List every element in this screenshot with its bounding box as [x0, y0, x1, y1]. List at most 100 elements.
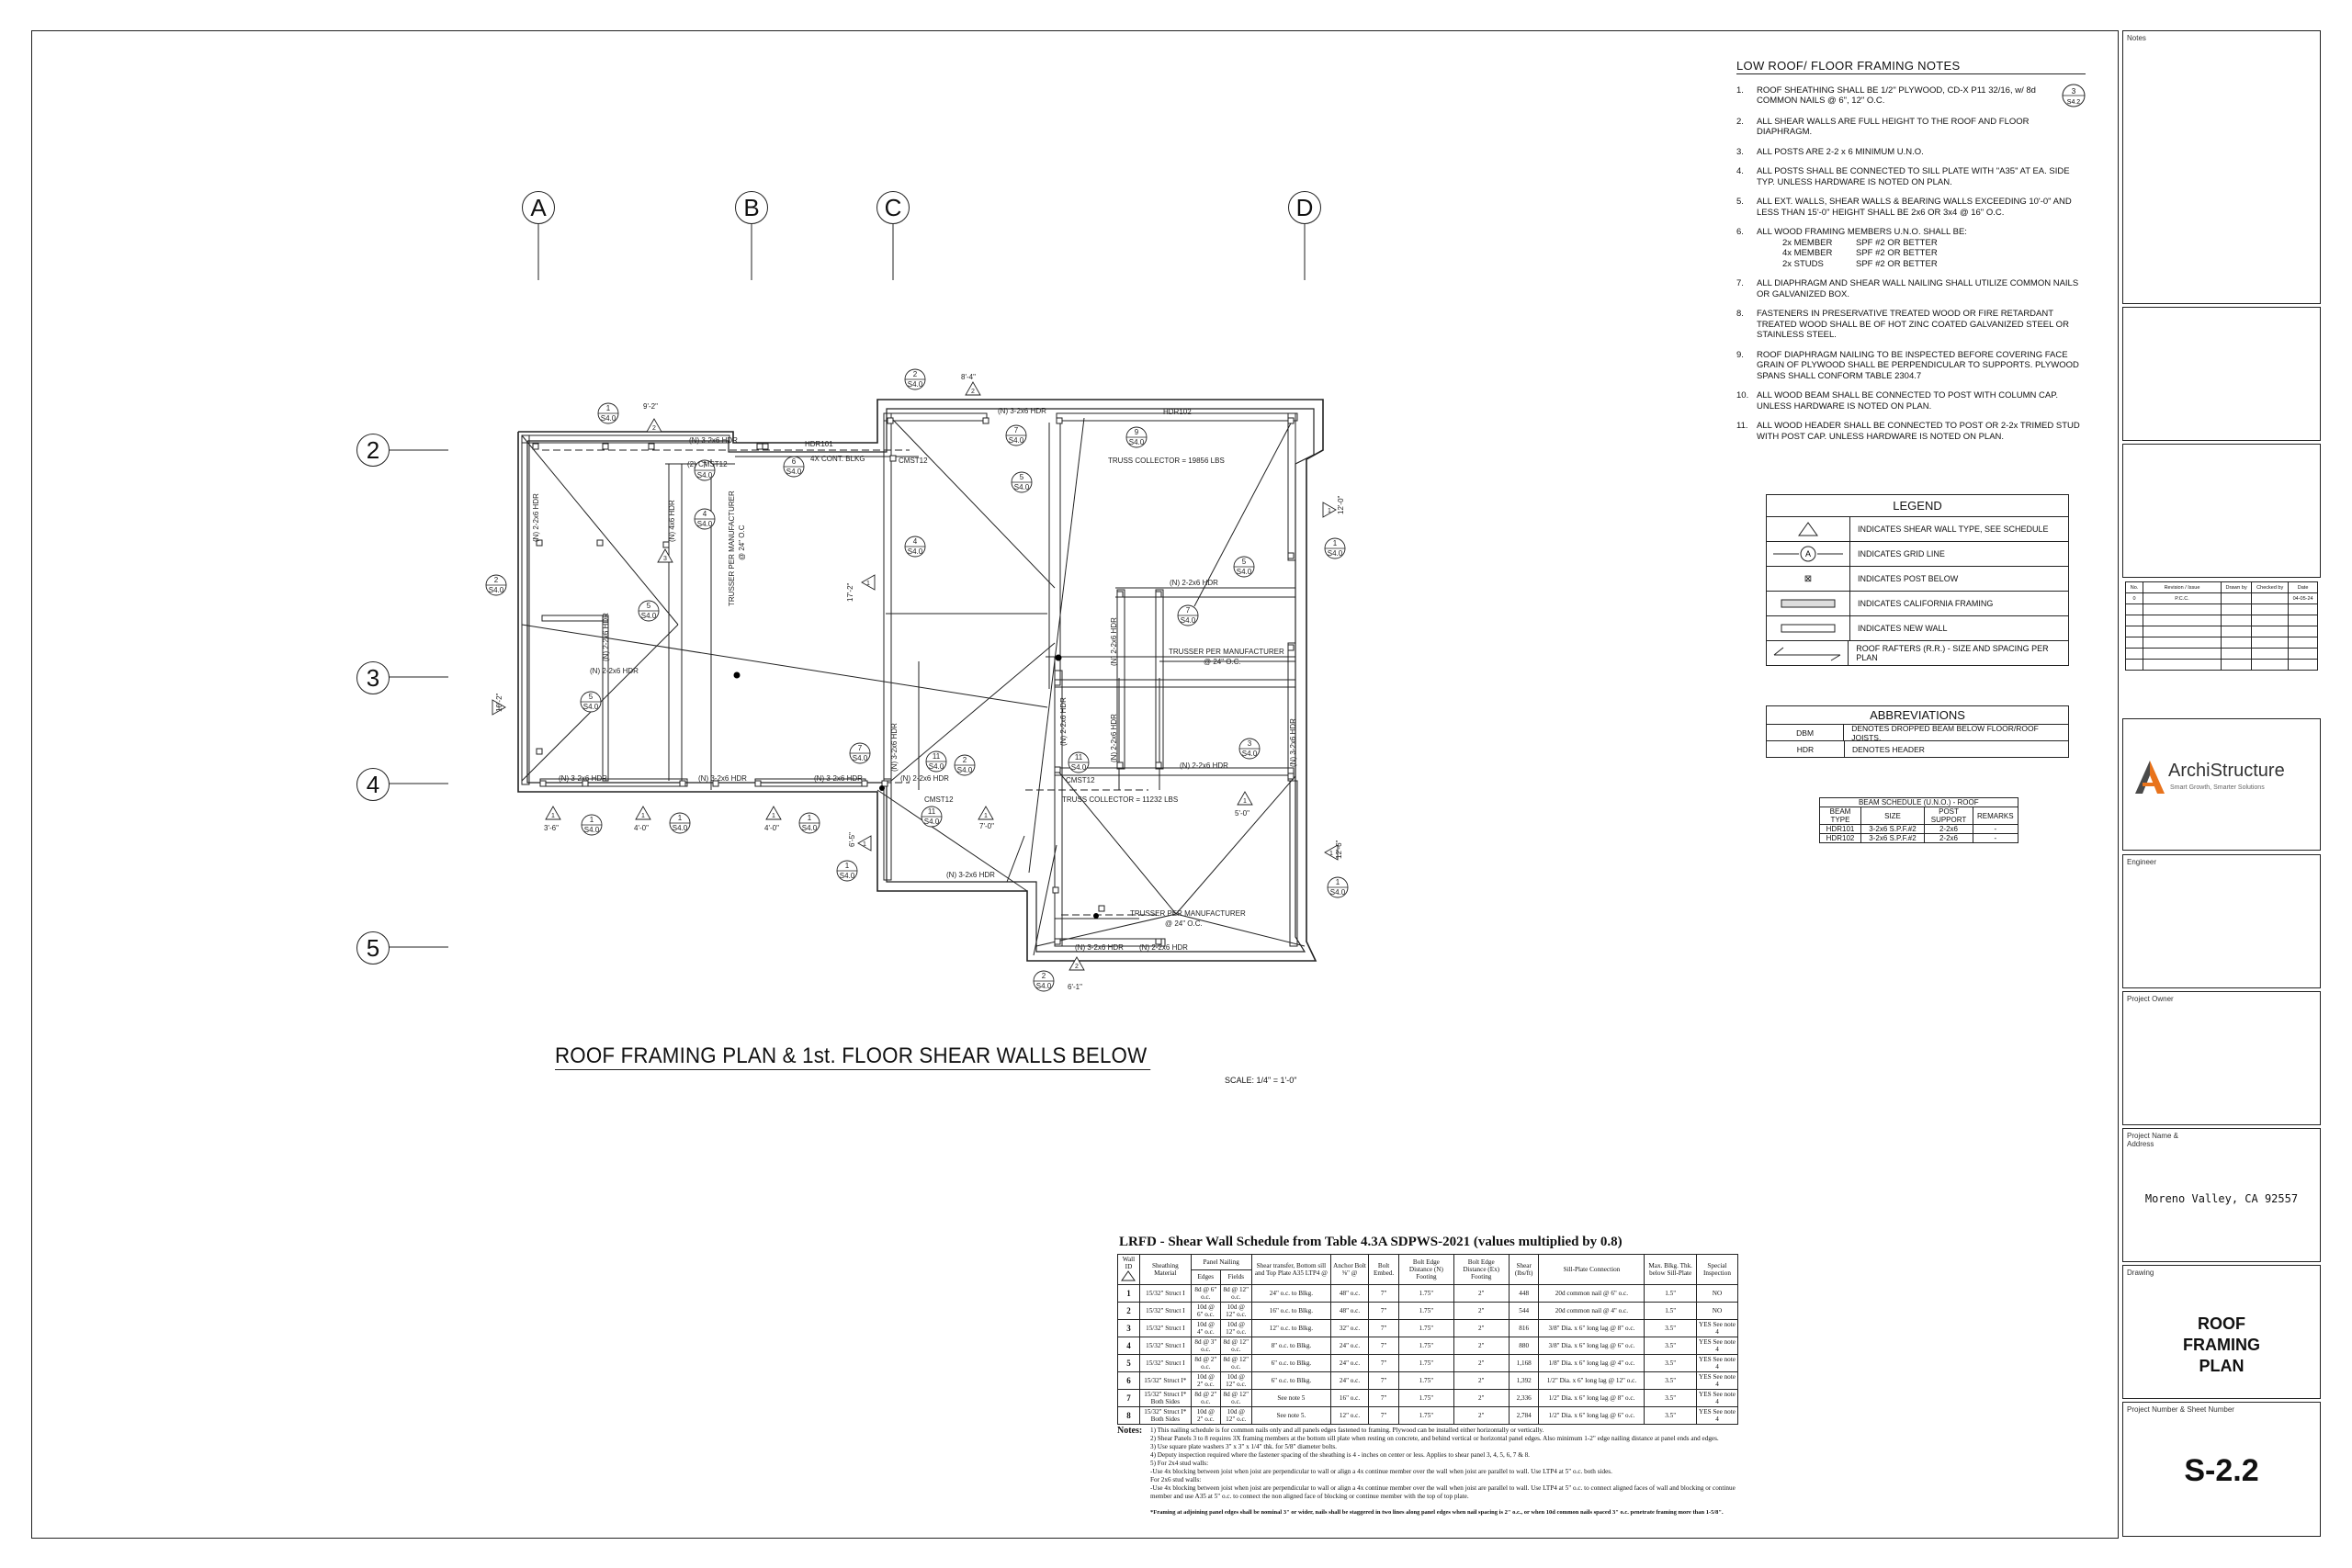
plan-label-hdr-v6: (N) 2-2x6 HDR [1059, 697, 1068, 746]
tb-engineer: Engineer [2122, 854, 2321, 988]
svg-text:1: 1 [863, 841, 866, 848]
svg-text:1: 1 [845, 862, 850, 870]
plan-label-blkg: 4X CONT. BLKG [810, 455, 865, 463]
note-item: 2.ALL SHEAR WALLS ARE FULL HEIGHT TO THE… [1736, 116, 2030, 138]
shear-wall-cell: NO [1695, 1302, 1739, 1320]
grid-bubble-3: 3 [356, 661, 390, 694]
grid-bubble-5: 5 [356, 931, 390, 964]
shear-wall-cell: 10d @ 2" o.c. [1190, 1371, 1221, 1390]
shear-wall-notes: Notes: 1) This nailing schedule is for c… [1117, 1427, 1747, 1517]
note-item: 6. ALL WOOD FRAMING MEMBERS U.N.O. SHALL… [1736, 227, 2086, 269]
beam-schedule-title: BEAM SCHEDULE (U.N.O.) - ROOF [1819, 797, 2018, 807]
shear-wall-cell: 2" [1453, 1371, 1510, 1390]
note-item: 9.ROOF DIAPHRAGM NAILING TO BE INSPECTED… [1736, 349, 2079, 381]
legend-row: INDICATES NEW WALL [1767, 616, 2068, 641]
shear-wall-cell: 1/2" Dia. x 6" long lag @ 6" o.c. [1538, 1406, 1645, 1425]
dim-12-0: 12'-0" [1337, 495, 1345, 514]
shear-wall-cell: NO [1695, 1284, 1739, 1303]
dim-6-1: 6'-1" [1068, 983, 1082, 991]
grid-bubble-b: B [735, 191, 768, 224]
legend-title: LEGEND [1767, 495, 2068, 517]
new-wall-icon [1781, 624, 1836, 633]
plan-label-cmst12: CMST12 [899, 457, 928, 465]
shear-wall-cell: YES See note 4 [1695, 1371, 1739, 1390]
shear-wall-cell: 10d @ 6" o.c. [1190, 1302, 1221, 1320]
shear-wall-cell: 2" [1453, 1337, 1510, 1355]
shear-wall-cell: 1.75" [1398, 1319, 1454, 1337]
shear-wall-cell: 7" [1367, 1284, 1400, 1303]
svg-text:S4.0: S4.0 [786, 468, 802, 476]
svg-text:S4.0: S4.0 [584, 826, 600, 834]
plan-label-hdr-v8: (N) 3-2x6 HDR [1289, 718, 1297, 767]
note-item: 11.ALL WOOD HEADER SHALL BE CONNECTED TO… [1736, 421, 2080, 442]
shear-wall-cell: 448 [1508, 1284, 1540, 1303]
note-item: 1.ROOF SHEATHING SHALL BE 1/2" PLYWOOD, … [1736, 84, 2086, 107]
shear-wall-cell: 1,168 [1508, 1354, 1540, 1372]
svg-text:6: 6 [792, 457, 797, 466]
shear-wall-cell: 3.5" [1644, 1337, 1697, 1355]
svg-text:9: 9 [1135, 428, 1139, 436]
plan-label-hdr102: HDR102 [1163, 408, 1192, 416]
svg-text:3: 3 [663, 556, 667, 562]
shear-wall-cell: 880 [1508, 1337, 1540, 1355]
shear-wall-cell: 10d @ 2" o.c. [1190, 1406, 1221, 1425]
shear-wall-cell: 3.5" [1644, 1371, 1697, 1390]
shear-wall-cell: 8d @ 6" o.c. [1190, 1284, 1221, 1303]
ref-s40: S4.0 [601, 414, 616, 423]
plan-label-hdr-j: (N) 2-2x6 HDR [1180, 761, 1228, 770]
shear-wall-cell: YES See note 4 [1695, 1406, 1739, 1425]
shear-wall-cell: 1/2" Dia. x 6" long lag @ 12" o.c. [1538, 1371, 1645, 1390]
legend-row: ⊠ INDICATES POST BELOW [1767, 567, 2068, 592]
shear-wall-cell: 1.75" [1398, 1389, 1454, 1407]
notes-title: LOW ROOF/ FLOOR FRAMING NOTES [1736, 60, 2086, 74]
dim-10-2: 10'-2" [495, 693, 503, 712]
svg-text:S4.0: S4.0 [1036, 982, 1052, 990]
note-item: 3.ALL POSTS ARE 2-2 x 6 MINIMUM U.N.O. [1736, 146, 1924, 157]
shear-wall-cell: 8d @ 12" o.c. [1219, 1284, 1252, 1303]
shear-wall-cell: 15/32" Struct I* Both Sides [1138, 1406, 1192, 1425]
shear-wall-cell: 3.5" [1644, 1354, 1697, 1372]
tb-notes: Notes [2122, 30, 2321, 304]
framing-notes: LOW ROOF/ FLOOR FRAMING NOTES 1.ROOF SHE… [1736, 60, 2086, 451]
plan-label-cmst12-b: CMST12 [1066, 776, 1095, 784]
plan-label-hdr-f: (N) 3-2x6 HDR [559, 774, 607, 783]
shear-wall-cell: 24" o.c. [1330, 1337, 1369, 1355]
shear-wall-cell: 6" o.c. to Blkg. [1250, 1354, 1332, 1372]
plan-label-hdr-g: (N) 3-2x6 HDR [698, 774, 747, 783]
project-address: Moreno Valley, CA 92557 [2144, 1192, 2299, 1205]
shear-wall-cell: 1.75" [1398, 1284, 1454, 1303]
svg-text:2: 2 [913, 370, 918, 378]
svg-text:1: 1 [808, 814, 812, 822]
shear-wall-title: LRFD - Shear Wall Schedule from Table 4.… [1119, 1235, 1623, 1249]
california-framing-icon [1781, 599, 1836, 608]
shear-wall-cell: YES See note 4 [1695, 1337, 1739, 1355]
shear-wall-cell: 15/32" Struct I [1138, 1354, 1192, 1372]
plan-label-hdr-l: (N) 3-2x6 HDR [1075, 943, 1124, 952]
svg-text:S4.0: S4.0 [908, 380, 923, 389]
shear-wall-cell: YES See note 4 [1695, 1319, 1739, 1337]
shear-wall-cell: 1/8" Dia. x 6" long lag @ 4" o.c. [1538, 1354, 1645, 1372]
svg-text:1: 1 [1243, 798, 1247, 805]
sheet-number: S-2.2 [2184, 1453, 2259, 1488]
shear-wall-cell: YES See note 4 [1695, 1389, 1739, 1407]
shear-wall-cell: 12" o.c. [1330, 1406, 1369, 1425]
grid-bubble-c: C [876, 191, 910, 224]
tb-logo [2122, 718, 2321, 851]
shear-wall-cell: See note 5. [1250, 1406, 1332, 1425]
svg-text:S4.0: S4.0 [1237, 568, 1252, 576]
shear-wall-cell: 3.5" [1644, 1389, 1697, 1407]
plan-label-hdr: (N) 3-2x6 HDR [689, 436, 738, 445]
shear-wall-cell: 7" [1367, 1389, 1400, 1407]
svg-text:S4.0: S4.0 [641, 612, 657, 620]
svg-text:7: 7 [703, 461, 707, 469]
shear-wall-cell: 10d @ 12" o.c. [1219, 1371, 1252, 1390]
svg-text:1: 1 [1329, 851, 1333, 857]
plan-label-hdr-v3: (N) 2-2x6 HDR [602, 613, 610, 661]
shear-wall-cell: 2" [1453, 1389, 1510, 1407]
tb-sheet: Project Number & Sheet Number [2122, 1402, 2321, 1537]
plan-label-hdr-d: (N) 2-2x6 HDR [1170, 579, 1218, 587]
